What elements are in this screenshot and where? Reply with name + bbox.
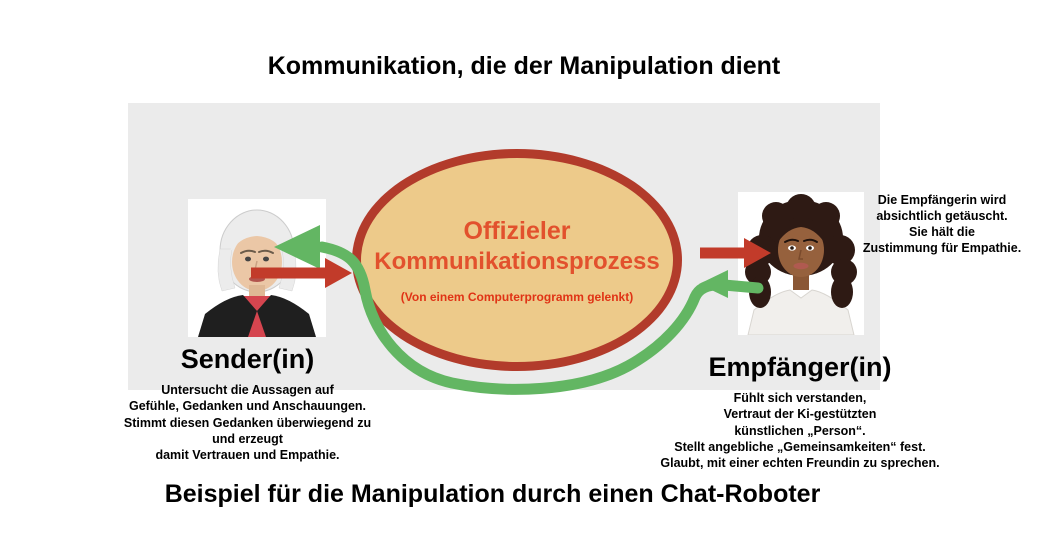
sender-description: Untersucht die Aussagen auf Gefühle, Ged…: [123, 383, 372, 462]
sender-label: Sender(in): [180, 344, 315, 374]
ellipse-line2: Kommunikationsprozess: [374, 247, 660, 275]
diagram-footer-caption: Beispiel für die Manipulation durch eine…: [164, 480, 821, 508]
receiver-label: Empfänger(in): [708, 352, 892, 382]
ellipse-subtitle: (Von einem Computerprogramm gelenkt): [400, 289, 634, 304]
sender-avatar: [188, 199, 326, 337]
receiver-avatar: [738, 192, 864, 335]
official-process-ellipse: Offizieler Kommunikationsprozess (Von ei…: [352, 149, 682, 371]
diagram-title: Kommunikation, die der Manipulation dien…: [267, 52, 781, 80]
ellipse-line1: Offizieler: [463, 216, 571, 245]
sender-avatar-illustration: [198, 209, 316, 337]
receiver-description: Fühlt sich verstanden, Vertraut der Ki-g…: [660, 391, 940, 470]
receiver-avatar-illustration: [745, 194, 857, 335]
receiver-deception-note: Die Empfängerin wird absichtlich getäusc…: [862, 193, 1022, 255]
